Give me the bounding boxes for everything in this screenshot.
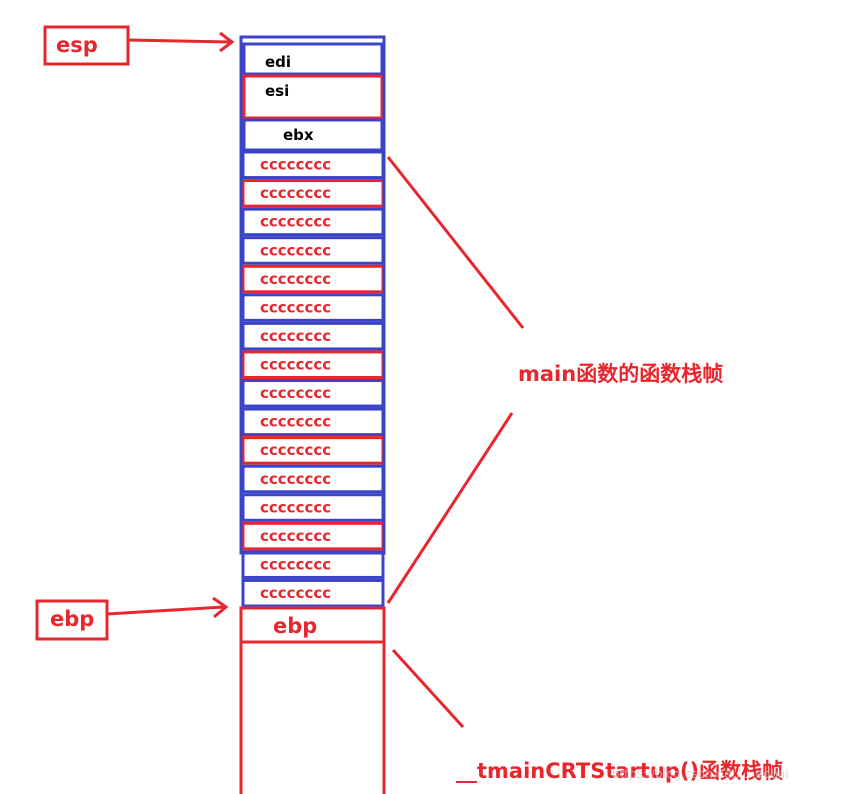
fill-cell-label: cccccccc xyxy=(260,413,331,431)
fill-cell-label: cccccccc xyxy=(260,555,331,573)
fill-cell-label: cccccccc xyxy=(260,441,331,459)
esp-label: esp xyxy=(56,33,98,57)
ebp-arrow xyxy=(106,596,229,619)
fill-cell-label: cccccccc xyxy=(260,184,331,202)
register-label-esi: esi xyxy=(265,82,289,100)
stack-cells: edi esi ebx cccccccc cccccccc cccccccc ccccccc… xyxy=(241,42,385,608)
fill-cell-label: cccccccc xyxy=(260,584,331,602)
fill-cell-label: cccccccc xyxy=(260,298,331,316)
esp-arrow xyxy=(127,31,235,53)
register-label-ebx: ebx xyxy=(283,126,314,144)
startup-frame-callout xyxy=(391,648,465,729)
startup-frame-caption: __tmainCRTStartup()函数栈帧 xyxy=(456,759,783,783)
fill-cell-label: cccccccc xyxy=(260,527,331,545)
esp-label-box xyxy=(43,25,130,66)
register-cell-esi xyxy=(242,74,384,120)
fill-cell-label: cccccccc xyxy=(260,270,331,288)
fill-cell-label: cccccccc xyxy=(260,327,331,345)
watermark: https://blog.csdn.net/....aobai xyxy=(612,767,789,781)
saved-ebp-label: ebp xyxy=(273,614,317,638)
fill-cell-label: cccccccc xyxy=(260,498,331,516)
fill-cell-label: cccccccc xyxy=(260,213,331,231)
saved-ebp-cell xyxy=(239,606,386,644)
fill-cell-label: cccccccc xyxy=(260,241,331,259)
fill-cell-label: cccccccc xyxy=(260,356,331,374)
main-frame-callout-bottom xyxy=(386,412,514,604)
main-frame-outline xyxy=(239,35,386,555)
fill-cell xyxy=(241,578,385,608)
main-frame-caption: main函数的函数栈帧 xyxy=(518,362,723,386)
fill-cell-label: cccccccc xyxy=(260,156,331,174)
main-frame-callout-top xyxy=(386,156,525,329)
register-cell-edi xyxy=(242,42,384,76)
fill-cell-label: cccccccc xyxy=(260,384,331,402)
register-cell-ebx xyxy=(242,118,384,152)
fill-cell-label: cccccccc xyxy=(260,470,331,488)
ebp-label-box xyxy=(35,599,109,641)
ebp-label: ebp xyxy=(50,607,94,631)
register-label-edi: edi xyxy=(265,53,291,71)
